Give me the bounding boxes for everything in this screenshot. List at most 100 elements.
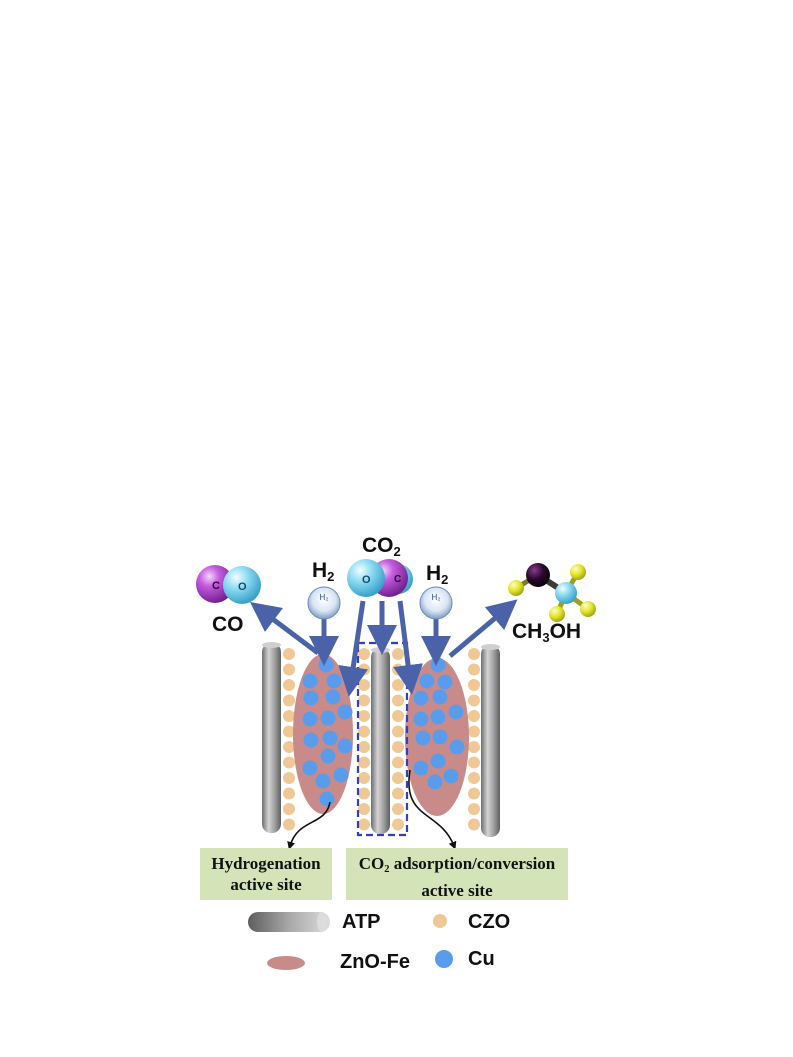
czo-particle (392, 818, 404, 831)
cu-particle (413, 690, 429, 706)
czo-particle (358, 694, 370, 707)
cu-particle (413, 711, 429, 727)
czo-particle (392, 772, 404, 784)
svg-text:C: C (212, 580, 220, 592)
legend-cu-label: Cu (468, 948, 495, 970)
czo-particle (283, 772, 295, 784)
co2-site-box: CO2 adsorption/conversion active site (346, 848, 568, 900)
czo-particle (358, 679, 370, 691)
cu-particle (443, 768, 459, 784)
czo-particle (392, 710, 404, 722)
atp-rod-right (481, 645, 500, 837)
cu-particle (302, 760, 318, 776)
co-label: CO (212, 613, 244, 636)
cu-particle (337, 738, 353, 754)
svg-text:O: O (362, 574, 371, 586)
h2-left-label: H2 (312, 559, 335, 584)
cu-particle (320, 748, 336, 764)
co2-site-line2: active site (421, 881, 493, 901)
czo-particle (468, 694, 480, 707)
cu-particle (448, 704, 464, 720)
legend-czo-symbol (433, 914, 447, 928)
cu-particle (319, 791, 335, 807)
co2-arrow-right (393, 600, 423, 695)
cu-particle (413, 760, 429, 776)
cu-particle (315, 773, 331, 789)
ch3oh-release-arrow (448, 599, 518, 658)
h2-bubble-right: H₂ (419, 586, 453, 620)
cu-particle (302, 673, 318, 689)
reaction-arrows (250, 599, 518, 697)
czo-particle (468, 679, 480, 691)
svg-text:C: C (394, 574, 401, 585)
hydrogenation-line2: active site (230, 875, 302, 894)
cu-particle (333, 767, 349, 783)
czo-particle (468, 648, 480, 660)
co-release-arrow (250, 602, 320, 655)
czo-particle (283, 679, 295, 691)
cu-particle (303, 690, 319, 706)
czo-particle (392, 679, 404, 691)
cu-particle (430, 709, 446, 725)
cu-dots (302, 657, 465, 807)
czo-particle (283, 663, 295, 676)
czo-particle (392, 648, 404, 660)
legend-atp-symbol (248, 912, 330, 932)
legend-znofe-symbol (267, 956, 305, 970)
cu-particle (427, 774, 443, 790)
cu-particle (326, 673, 342, 689)
cu-particle (302, 711, 318, 727)
czo-particle (468, 756, 480, 769)
svg-text:H₂: H₂ (432, 593, 441, 602)
ch3oh-molecule (508, 563, 596, 622)
czo-particle (283, 741, 295, 753)
svg-text:H₂: H₂ (320, 593, 329, 602)
co-molecule: C O (196, 565, 261, 604)
czo-dots (283, 648, 480, 831)
cu-particle (415, 730, 431, 746)
svg-text:O: O (238, 581, 247, 593)
co2-arrow-left (338, 600, 369, 697)
czo-particle (358, 818, 370, 831)
cu-particle (449, 739, 465, 755)
czo-particle (283, 710, 295, 722)
czo-particle (392, 803, 404, 815)
cu-particle (318, 657, 334, 673)
czo-particle (468, 803, 480, 815)
cu-particle (325, 689, 341, 705)
hydrogenation-pointer-arrow (287, 801, 331, 850)
co2-site-line1: CO2 adsorption/conversion (358, 854, 556, 876)
czo-particle (358, 663, 370, 676)
czo-particle (392, 741, 404, 753)
czo-particle (468, 663, 480, 676)
h2-right-label: H2 (426, 562, 449, 587)
czo-particle (468, 787, 480, 800)
atp-rod-left (262, 643, 281, 833)
h2-bubble-left: H₂ (307, 586, 341, 620)
czo-particle (283, 694, 295, 707)
cu-particle (303, 732, 319, 748)
czo-particle (283, 725, 295, 738)
czo-particle (358, 772, 370, 784)
ch3oh-label: CH3OH (512, 620, 582, 645)
cu-particle (320, 710, 336, 726)
czo-particle (358, 756, 370, 769)
czo-particle (283, 648, 295, 660)
czo-particle (283, 756, 295, 769)
hydrogenation-line1: Hydrogenation (211, 854, 321, 873)
czo-particle (283, 818, 295, 831)
co2-molecule: O C (347, 559, 413, 597)
cu-particle (430, 657, 446, 673)
cu-particle (430, 753, 446, 769)
legend-atp-label: ATP (342, 911, 381, 933)
czo-particle (468, 818, 480, 831)
atp-rod-middle (371, 648, 390, 834)
czo-particle (392, 694, 404, 707)
czo-particle (358, 725, 370, 738)
co2-site-pointer-arrow (408, 769, 457, 850)
legend-cu-symbol (435, 950, 453, 968)
cu-particle (432, 729, 448, 745)
czo-particle (392, 787, 404, 800)
cu-particle (432, 689, 448, 705)
